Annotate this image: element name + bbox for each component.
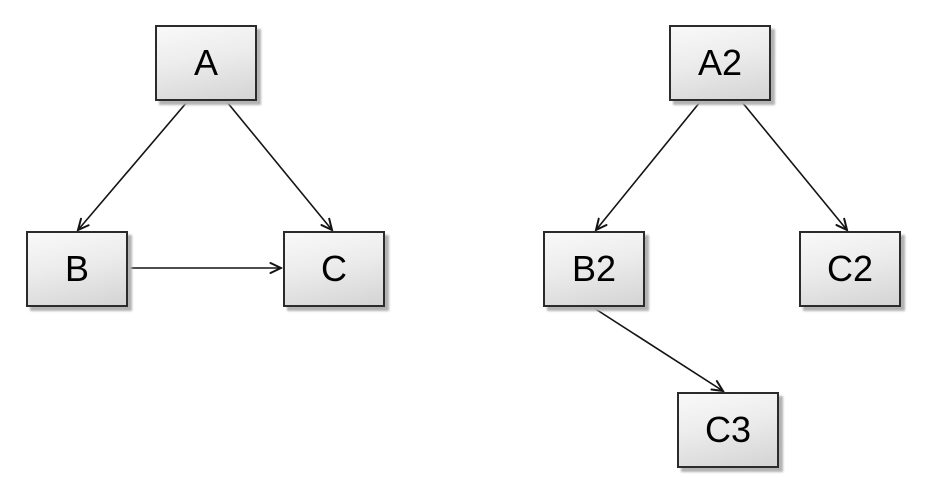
edge-B2-to-C3 [593,307,723,391]
node-C-label: C [321,248,347,289]
node-C3[interactable]: C3 [677,392,779,468]
node-C2[interactable]: C2 [799,231,901,307]
node-A2[interactable]: A2 [669,25,771,101]
node-C2-label: C2 [826,248,874,289]
edge-A-to-C [226,101,332,230]
node-B[interactable]: B [26,231,128,307]
node-A[interactable]: A [155,25,257,101]
node-A2-label: A2 [697,42,743,83]
node-B-label: B [64,248,89,289]
edge-A2-to-B2 [596,101,701,230]
node-A-label: A [193,42,218,83]
node-B2[interactable]: B2 [543,231,645,307]
node-B2-label: B2 [571,248,617,289]
edge-A2-to-C2 [741,101,847,230]
node-C3-label: C3 [704,409,752,450]
node-C[interactable]: C [283,231,385,307]
edge-A-to-B [78,101,188,230]
